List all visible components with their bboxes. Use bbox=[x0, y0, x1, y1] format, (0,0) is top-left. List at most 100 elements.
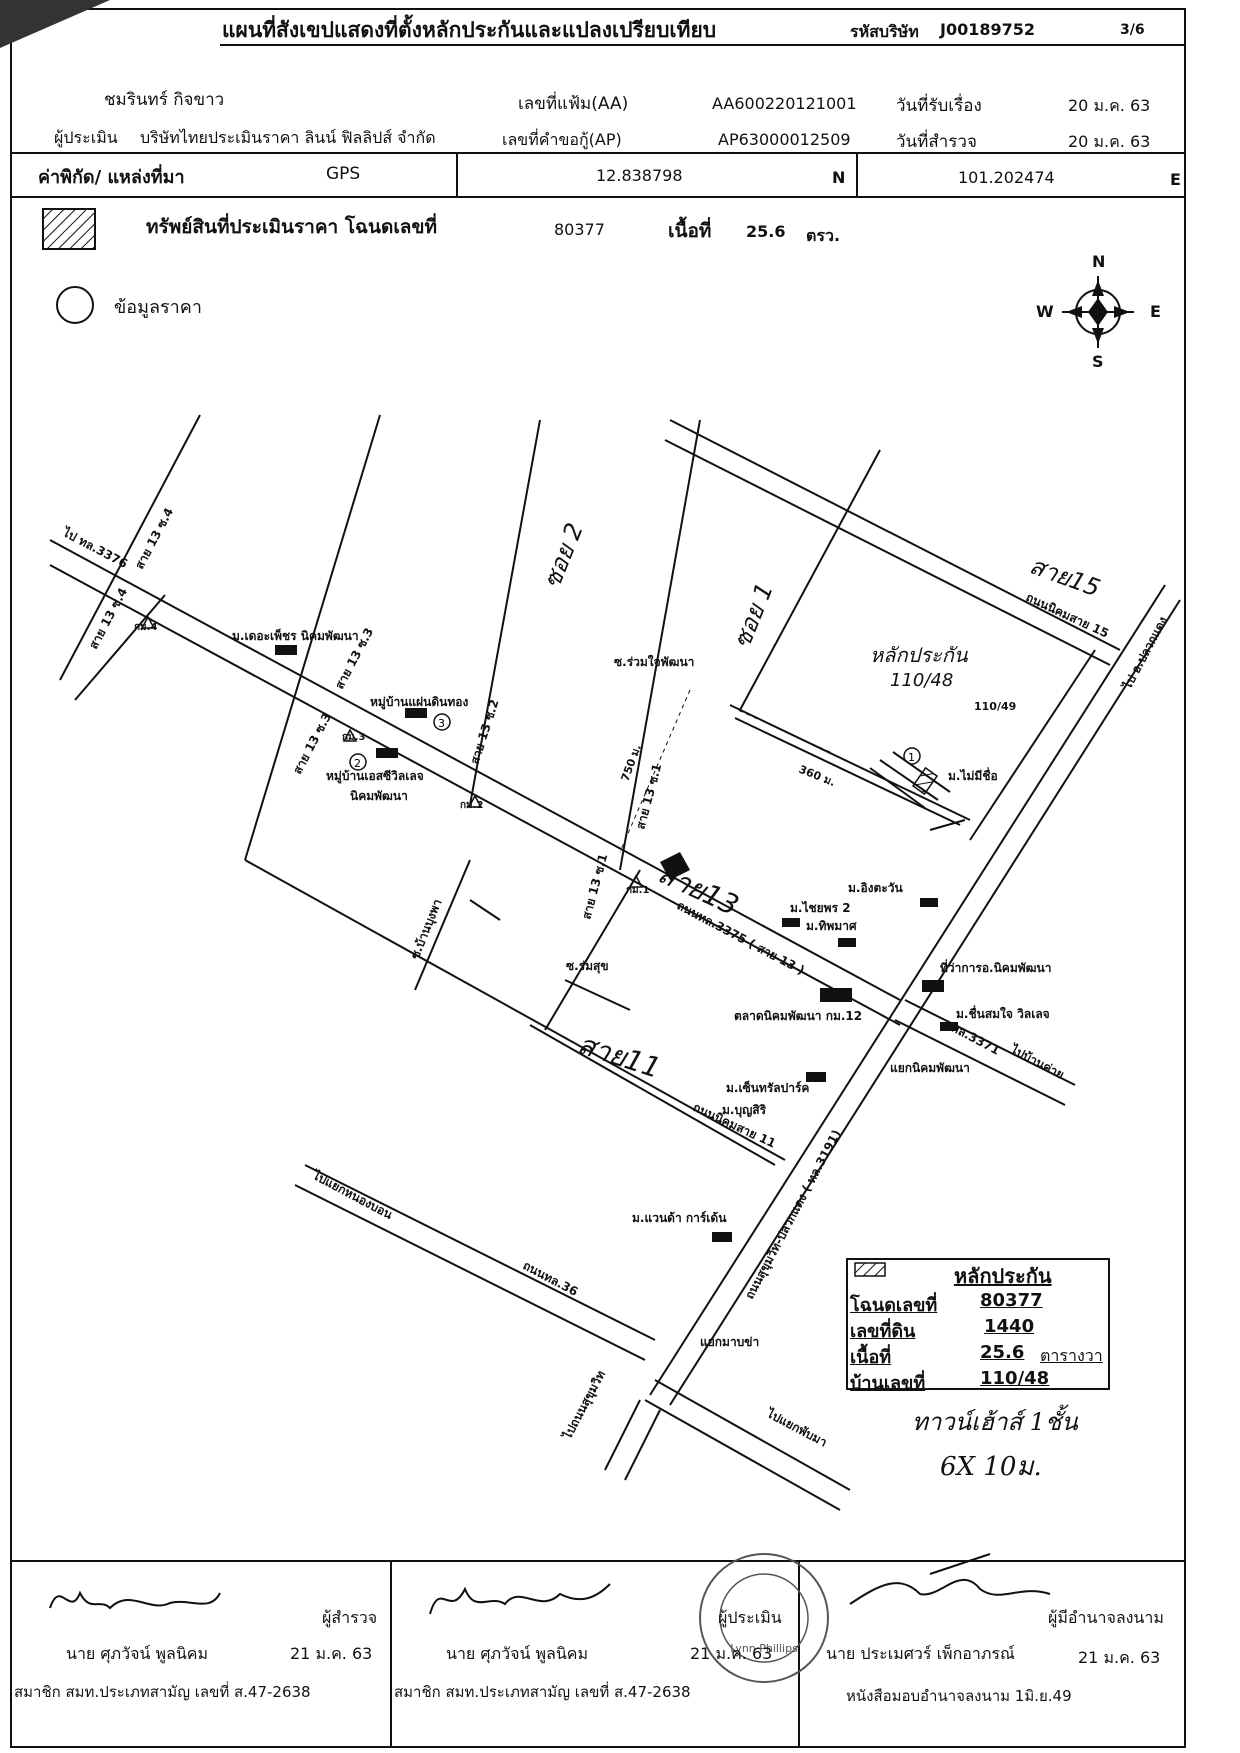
circle-2-text: 2 bbox=[354, 757, 361, 770]
road-sukhumvit-left-edge bbox=[649, 584, 1166, 1396]
property-label: ทรัพย์สินที่ประเมินราคา โฉนดเลขที่ bbox=[146, 216, 437, 238]
price-data-label: ข้อมูลราคา bbox=[114, 297, 202, 318]
km-marker-3 bbox=[342, 728, 358, 742]
label-sai13-s2: สาย 13 ซ.2 bbox=[468, 698, 502, 766]
appraiser-company: บริษัทไทยประเมินราคา ลินน์ ฟิลลิปส์ จำกั… bbox=[140, 128, 436, 147]
label-bunsiri: ม.บุญสิริ bbox=[722, 1103, 767, 1118]
label-nikhom-junction: แยกนิคมพัฒนา bbox=[890, 1061, 970, 1075]
building-icon-phaendin bbox=[405, 708, 427, 718]
road-nikhom15-lower bbox=[664, 439, 1111, 666]
building-icon-district bbox=[922, 980, 944, 992]
road-3371-lower bbox=[894, 1019, 1066, 1106]
appraiser-signature bbox=[429, 1583, 611, 1615]
label-sai13-s3: สาย 13 ซ.3 bbox=[290, 710, 334, 776]
appraiser-name: นาย ศุภวัจน์ พูลนิคม bbox=[446, 1644, 589, 1663]
road-sukhumvit-right-edge bbox=[669, 599, 1181, 1406]
building-icon-ing-tawan bbox=[920, 898, 938, 907]
building-icon-der-petch bbox=[275, 645, 297, 655]
road-rom-suk bbox=[564, 979, 631, 1011]
label-to-phu-ma: ไปแยกพับมา bbox=[763, 1404, 830, 1449]
authorized-date: 21 ม.ค. 63 bbox=[1078, 1648, 1161, 1667]
surveyor-name: นาย ศุภวัจน์ พูลนิคม bbox=[66, 1644, 209, 1663]
label-market: ตลาดนิคมพัฒนา กม.12 bbox=[734, 1009, 862, 1023]
road-soi4 bbox=[59, 414, 201, 681]
label-thipmas: ม.ทิพมาศ bbox=[806, 919, 857, 933]
corner-banner-graphic bbox=[0, 0, 110, 48]
label-km4: กม.4 bbox=[134, 622, 157, 633]
seal-text: Lynn Phillips bbox=[730, 1642, 798, 1655]
hand-label-soi1: ซอย 1 bbox=[728, 579, 779, 652]
label-nikhom-phatthana: นิคมพัฒนา bbox=[350, 789, 408, 803]
road-nikhom15-upper bbox=[669, 419, 1121, 651]
road-ruamjai bbox=[729, 704, 971, 821]
appraiser-role: ผู้ประเมิน bbox=[718, 1608, 782, 1627]
road-soi1-upper-right bbox=[739, 449, 881, 711]
signature-divider-2 bbox=[798, 1560, 800, 1748]
label-phaendin: หมู่บ้านแผ่นดินทอง bbox=[370, 695, 468, 710]
label-km3: กม.3 bbox=[342, 732, 365, 743]
collateral-info-box bbox=[846, 1258, 1110, 1390]
authorized-signature bbox=[849, 1553, 1051, 1605]
handwritten-house-size: 6X 10ม. bbox=[940, 1452, 1042, 1482]
label-road-36: ถนนทล.36 bbox=[521, 1258, 581, 1299]
signature-top-border bbox=[10, 1560, 1186, 1562]
road-phuma-upper bbox=[654, 1379, 851, 1491]
building-icon-market bbox=[820, 988, 852, 1002]
coords-label: ค่าพิกัด/ แหล่งที่มา bbox=[38, 167, 185, 188]
road-ban-bung-pha bbox=[414, 859, 471, 991]
latitude-dir: N bbox=[832, 168, 846, 187]
collateral-house-label: บ้านเลขที่ bbox=[850, 1373, 926, 1394]
building-icon-thipmas bbox=[838, 938, 856, 947]
request-no-label: เลขที่คำขอกู้(AP) bbox=[502, 130, 622, 149]
label-rom-suk: ซ.ร่มสุข bbox=[566, 959, 609, 974]
road-3371-upper bbox=[904, 999, 1076, 1086]
collateral-box-title: หลักประกัน bbox=[954, 1264, 1052, 1288]
collateral-hatch-symbol bbox=[854, 1262, 886, 1277]
plot-row-2 bbox=[879, 759, 939, 801]
circle-2-marker bbox=[349, 753, 367, 771]
label-ing-tawan: ม.อิงตะวัน bbox=[848, 881, 904, 895]
surveyor-date: 21 ม.ค. 63 bbox=[290, 1644, 373, 1663]
surveyor-member: สมาชิก สมท.ประเภทสามัญ เลขที่ ส.47-2638 bbox=[14, 1683, 311, 1701]
label-no-name-village: ม.ไม่มีชื่อ bbox=[948, 767, 998, 783]
collateral-area-label: เนื้อที่ bbox=[850, 1347, 892, 1368]
hand-label-collateral-no: 110/48 bbox=[890, 670, 953, 691]
north-arrow-compass-icon bbox=[1062, 276, 1134, 348]
coords-divider-2 bbox=[856, 152, 858, 196]
collateral-land-no: 1440 bbox=[984, 1316, 1035, 1337]
road-soi3 bbox=[244, 414, 381, 861]
latitude: 12.838798 bbox=[596, 166, 683, 185]
collateral-area: 25.6 bbox=[980, 1342, 1025, 1363]
collateral-house-no: 110/48 bbox=[980, 1368, 1050, 1389]
circle-1-text: 1 bbox=[908, 751, 915, 764]
coords-source: GPS bbox=[326, 164, 361, 184]
compass-north: N bbox=[1092, 252, 1106, 271]
label-vanda-garden: ม.แวนด้า การ์เด้น bbox=[632, 1211, 727, 1225]
label-central-park: ม.เซ็นทรัลปาร์ค bbox=[726, 1080, 809, 1095]
circle-3-marker bbox=[433, 713, 451, 731]
received-label: วันที่รับเรื่อง bbox=[896, 96, 982, 116]
distance-360-line bbox=[737, 709, 831, 753]
label-der-petch: ม.เดอะเพ็ชร นิคมพัฒนา bbox=[232, 628, 359, 643]
label-dist-360: 360 ม. bbox=[797, 763, 837, 789]
road-soi1-upper-left bbox=[619, 419, 701, 871]
longitude: 101.202474 bbox=[958, 168, 1055, 187]
authorized-doc: หนังสือมอบอำนาจลงนาม 1มิ.ย.49 bbox=[846, 1687, 1072, 1705]
hatched-property-symbol bbox=[42, 208, 96, 250]
price-data-circle-symbol bbox=[56, 286, 94, 324]
building-icon-central-park bbox=[806, 1072, 826, 1082]
road-nikhom11-upper bbox=[244, 859, 786, 1161]
label-map-ya-junction: แยกมาบข่า bbox=[700, 1335, 759, 1349]
building-icon-vanda bbox=[712, 1232, 732, 1242]
label-to-pluak-daeng: ไป อ.ปลวกแดง bbox=[1118, 614, 1170, 694]
road-south-right bbox=[624, 1409, 661, 1481]
building-icon-esc bbox=[376, 748, 398, 758]
file-no: AA600220121001 bbox=[712, 94, 857, 113]
plot-row bbox=[892, 751, 951, 793]
authorized-name: นาย ประเมศวร์ เพ็กอาภรณ์ bbox=[826, 1644, 1015, 1663]
customer-name: ชมรินทร์ กิจขาว bbox=[104, 90, 225, 110]
label-km1: กม.1 bbox=[626, 885, 649, 896]
road-sai13-upper-edge bbox=[49, 539, 901, 1001]
compass-west: W bbox=[1036, 302, 1054, 321]
road-south-left bbox=[604, 1399, 641, 1471]
